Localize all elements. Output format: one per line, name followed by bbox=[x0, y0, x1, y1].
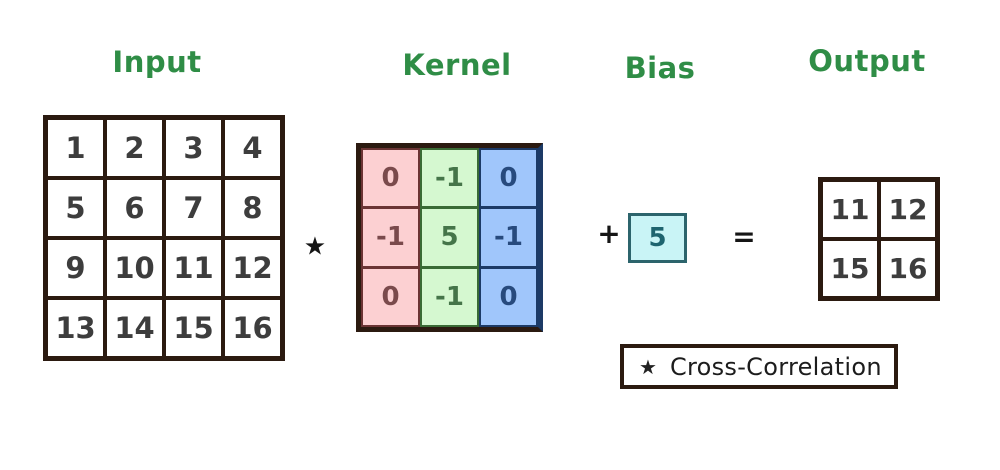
output-cell: 15 bbox=[823, 241, 877, 296]
output-cell: 12 bbox=[881, 182, 935, 237]
input-title: Input bbox=[112, 45, 202, 79]
input-cell: 7 bbox=[166, 180, 221, 236]
legend-label: Cross-Correlation bbox=[669, 352, 882, 381]
bias-value-box: 5 bbox=[628, 213, 687, 263]
kernel-cell: -1 bbox=[363, 206, 418, 265]
equals-operator: = bbox=[732, 220, 756, 253]
input-cell: 5 bbox=[48, 180, 103, 236]
input-matrix: 1 2 3 4 5 6 7 8 9 10 11 12 13 14 15 16 bbox=[43, 115, 285, 361]
kernel-cell: 0 bbox=[481, 265, 536, 325]
star-icon: ★ bbox=[639, 354, 657, 379]
bias-title: Bias bbox=[624, 51, 696, 85]
input-cell: 6 bbox=[107, 180, 162, 236]
input-cell: 16 bbox=[225, 300, 280, 356]
kernel-column-right: 0 -1 0 bbox=[479, 148, 538, 327]
input-cell: 2 bbox=[107, 120, 162, 176]
kernel-cell: 0 bbox=[363, 265, 418, 325]
kernel-column-left: 0 -1 0 bbox=[361, 148, 420, 327]
input-cell: 12 bbox=[225, 240, 280, 296]
kernel-cell: 0 bbox=[499, 163, 518, 194]
output-cell: 16 bbox=[881, 241, 935, 296]
kernel-cell: -1 bbox=[435, 163, 464, 194]
output-matrix: 11 12 15 16 bbox=[818, 177, 940, 301]
input-cell: 9 bbox=[48, 240, 103, 296]
input-cell: 14 bbox=[107, 300, 162, 356]
input-cell: 15 bbox=[166, 300, 221, 356]
output-title: Output bbox=[808, 44, 926, 78]
input-cell: 11 bbox=[166, 240, 221, 296]
input-cell: 4 bbox=[225, 120, 280, 176]
kernel-cell: -1 bbox=[481, 206, 536, 265]
kernel-cell: 5 bbox=[422, 206, 477, 265]
input-cell: 13 bbox=[48, 300, 103, 356]
kernel-cell: -1 bbox=[422, 265, 477, 325]
input-cell: 8 bbox=[225, 180, 280, 236]
cross-correlation-star-icon: ★ bbox=[303, 231, 327, 261]
plus-operator: + bbox=[597, 217, 621, 250]
legend-box: ★ Cross-Correlation bbox=[620, 344, 898, 389]
kernel-cell: 0 bbox=[381, 163, 400, 194]
input-cell: 1 bbox=[48, 120, 103, 176]
input-cell: 3 bbox=[166, 120, 221, 176]
kernel-column-center: -1 5 -1 bbox=[420, 148, 479, 327]
input-cell: 10 bbox=[107, 240, 162, 296]
kernel-title: Kernel bbox=[402, 48, 512, 82]
kernel-matrix: 0 -1 0 -1 5 -1 0 -1 0 bbox=[356, 143, 543, 332]
output-cell: 11 bbox=[823, 182, 877, 237]
